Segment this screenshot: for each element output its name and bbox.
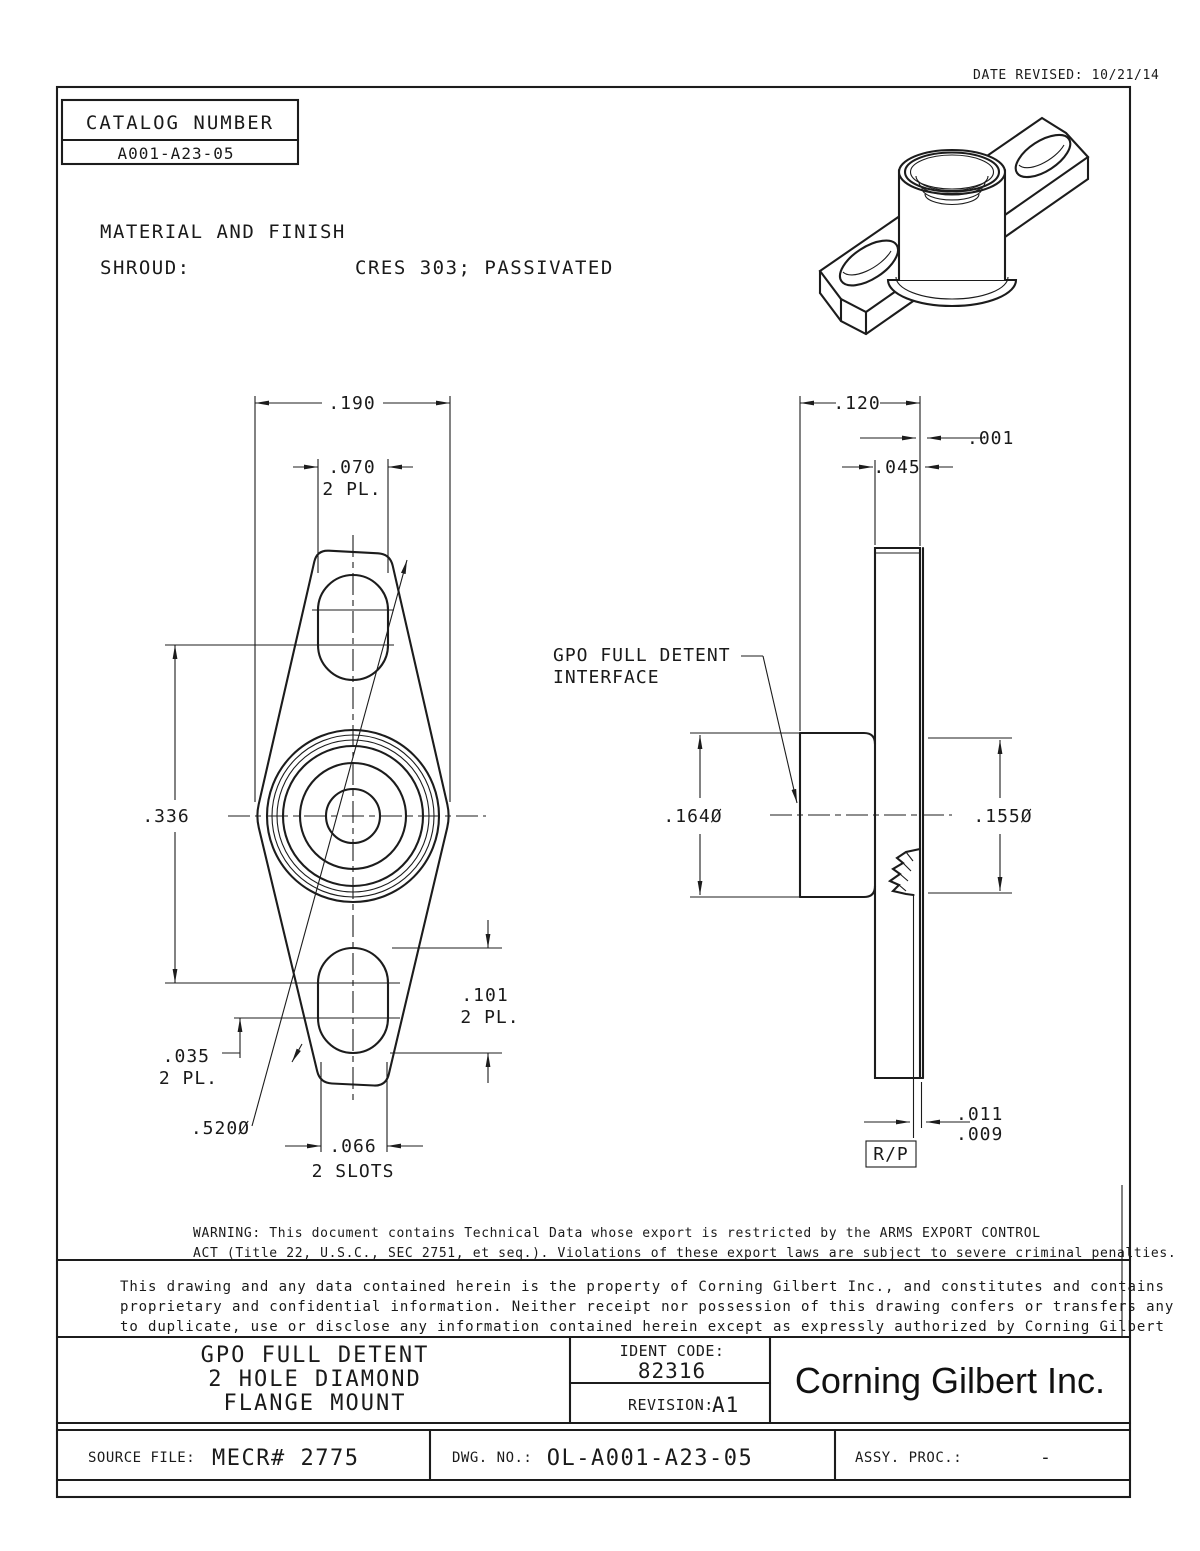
- source-file-value: MECR# 2775: [212, 1446, 359, 1471]
- catalog-number: A001-A23-05: [118, 144, 235, 163]
- drawing-title-line2: 2 HOLE DIAMOND: [208, 1367, 421, 1392]
- material-component-label: SHROUD:: [100, 257, 191, 279]
- dim-slot-length-note: 2 PL.: [460, 1007, 519, 1028]
- drawing-title-line3: FLANGE MOUNT: [224, 1391, 407, 1416]
- dim-step: .001: [967, 428, 1014, 449]
- revision-label: REVISION:: [628, 1396, 714, 1414]
- material-component-finish: CRES 303; PASSIVATED: [355, 257, 614, 279]
- title-block: GPO FULL DETENT 2 HOLE DIAMOND FLANGE MO…: [201, 1335, 1105, 1425]
- material-heading: MATERIAL AND FINISH: [100, 221, 346, 243]
- dim-plate-thickness: .045: [873, 457, 920, 478]
- dim-flange-width: .190: [328, 393, 375, 414]
- dwg-no-label: DWG. NO.:: [452, 1450, 532, 1466]
- dim-flange-diameter: .520Ø: [191, 1118, 250, 1139]
- catalog-number-box: CATALOG NUMBER A001-A23-05: [60, 98, 300, 166]
- ident-code-label: IDENT CODE:: [620, 1342, 725, 1360]
- dim-center-span: .336: [142, 806, 189, 827]
- dim-slot-gap: .066: [329, 1136, 376, 1157]
- proprietary-line3: to duplicate, use or disclose any inform…: [120, 1319, 1165, 1335]
- assy-proc-label: ASSY. PROC.:: [855, 1450, 962, 1466]
- isometric-view: [818, 116, 1090, 336]
- proprietary-notice: This drawing and any data contained here…: [120, 1279, 1174, 1335]
- dim-detent-min: .009: [956, 1124, 1003, 1145]
- assy-proc-value: -: [1040, 1447, 1051, 1468]
- dim-detent-max: .011: [956, 1104, 1003, 1125]
- dim-slot-width: .070: [328, 457, 375, 478]
- dwg-no-value: OL-A001-A23-05: [547, 1446, 753, 1471]
- datum-rp-label: R/P: [873, 1144, 909, 1165]
- proprietary-line1: This drawing and any data contained here…: [120, 1279, 1165, 1295]
- gpo-callout-line1: GPO FULL DETENT: [553, 645, 731, 666]
- catalog-header: CATALOG NUMBER: [86, 112, 274, 134]
- dim-slot-width-note: 2 PL.: [322, 479, 381, 500]
- revision-value: A1: [712, 1393, 739, 1417]
- footer-row: SOURCE FILE: MECR# 2775 DWG. NO.: OL-A00…: [88, 1428, 1051, 1482]
- gpo-callout-line2: INTERFACE: [553, 667, 660, 688]
- warning-line1: WARNING: This document contains Technica…: [193, 1226, 1041, 1241]
- front-view: .190 .070 2 PL. .336 .035 2 PL. .520Ø .1…: [142, 393, 519, 1182]
- ident-code-value: 82316: [638, 1359, 706, 1383]
- material-and-finish: MATERIAL AND FINISH SHROUD: CRES 303; PA…: [100, 221, 614, 279]
- dim-total-depth: .120: [833, 393, 880, 414]
- export-warning: WARNING: This document contains Technica…: [193, 1226, 1176, 1261]
- drawing-title-line1: GPO FULL DETENT: [201, 1343, 430, 1368]
- dim-offset-note: 2 PL.: [159, 1068, 218, 1089]
- dim-boss-diameter: .164Ø: [663, 806, 722, 827]
- source-file-label: SOURCE FILE:: [88, 1450, 195, 1466]
- company-name: Corning Gilbert Inc.: [795, 1360, 1105, 1401]
- proprietary-line2: proprietary and confidential information…: [120, 1299, 1174, 1315]
- date-revised: DATE REVISED: 10/21/14: [973, 68, 1160, 83]
- dim-slot-length: .101: [461, 985, 508, 1006]
- dim-interface-diameter: .155Ø: [973, 806, 1032, 827]
- sheet-border: [55, 85, 1132, 1499]
- warning-line2: ACT (Title 22, U.S.C., SEC 2751, et seq.…: [193, 1246, 1176, 1261]
- dim-offset: .035: [163, 1046, 210, 1067]
- side-view: GPO FULL DETENT INTERFACE .120 .001 .045…: [553, 393, 1032, 1168]
- dim-slot-gap-note: 2 SLOTS: [312, 1161, 395, 1182]
